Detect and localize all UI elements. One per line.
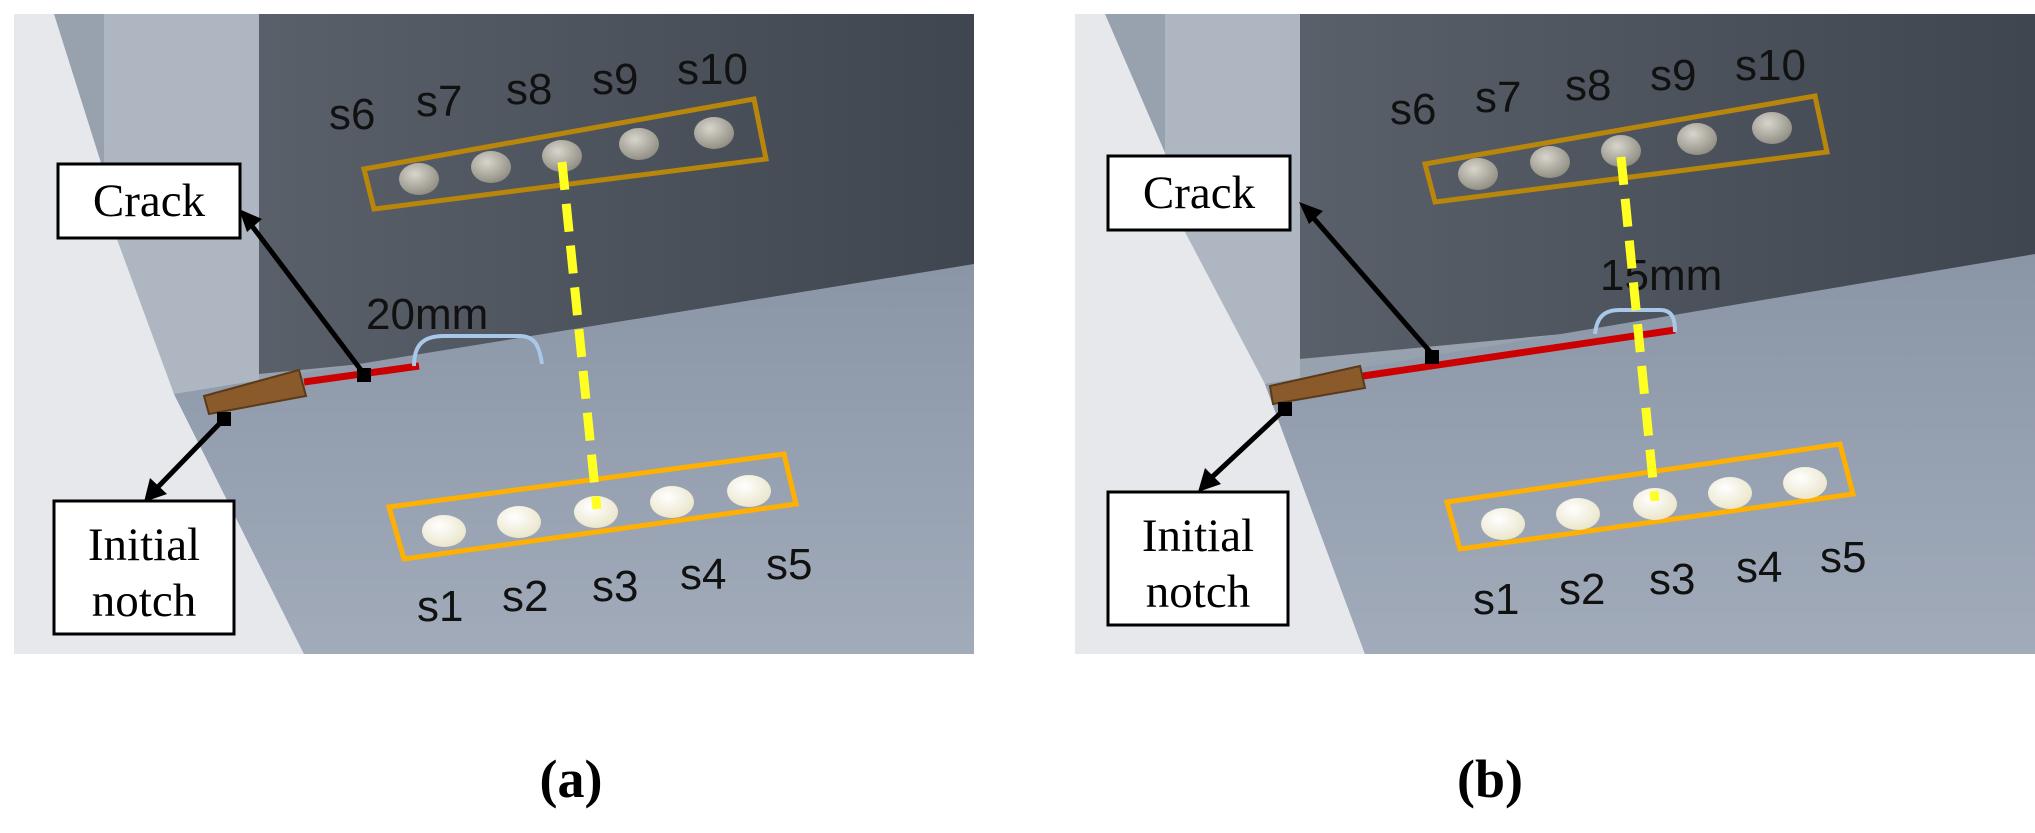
crack-label-box xyxy=(56,162,242,240)
sensor-s3 xyxy=(574,496,618,528)
initial-notch xyxy=(202,368,308,416)
crack-arrowhead xyxy=(239,209,262,232)
sensor-s7 xyxy=(471,151,511,183)
caption-b: (b) xyxy=(1457,749,1523,809)
sensor-label-s3: s3 xyxy=(592,562,638,611)
sensor-label-s9: s9 xyxy=(592,55,638,104)
beam-web xyxy=(1300,14,2035,359)
crack-label-box xyxy=(1106,154,1292,232)
sensor-s3 xyxy=(1633,488,1677,520)
sensor-s9 xyxy=(1677,123,1717,155)
notch-label-box xyxy=(52,499,236,636)
notch-label-line1: Initial xyxy=(1142,510,1254,562)
sensor-s9 xyxy=(619,128,659,160)
sensor-s6 xyxy=(399,163,439,195)
sensor-label-s6: s6 xyxy=(1390,85,1436,134)
panel-a: 20mm s6 s7 s8 s9 s10 s1 s2 s3 s4 s5 Crac… xyxy=(14,14,974,654)
notch-label-box xyxy=(1106,490,1290,627)
sensor-s5 xyxy=(727,475,771,507)
beam-web xyxy=(259,14,974,374)
panel-b-illustration: 15mm s6 s7 s8 s9 s10 s1 s2 s3 s4 s5 Crac… xyxy=(1075,14,2035,654)
sensor-label-s9: s9 xyxy=(1650,51,1696,100)
sensor-label-s10: s10 xyxy=(677,45,748,94)
sensor-label-s1: s1 xyxy=(417,582,463,631)
sensor-s7 xyxy=(1530,146,1570,178)
top-sensor-box xyxy=(1421,93,1831,205)
crack-anchor xyxy=(1425,350,1439,364)
sensor-label-s7: s7 xyxy=(1475,73,1521,122)
caption-a: (a) xyxy=(539,749,603,809)
sensor-label-s5: s5 xyxy=(1820,533,1866,582)
sensor-label-s2: s2 xyxy=(1559,565,1605,614)
crack-anchor xyxy=(357,368,371,382)
crack-arrow xyxy=(247,220,366,376)
notch-arrowhead xyxy=(1198,468,1221,492)
top-sensor-box xyxy=(360,96,769,212)
sensor-s10 xyxy=(1752,112,1792,144)
notch-anchor xyxy=(1278,402,1292,416)
panel-a-illustration: 20mm s6 s7 s8 s9 s10 s1 s2 s3 s4 s5 Crac… xyxy=(14,14,974,654)
panel-b: 15mm s6 s7 s8 s9 s10 s1 s2 s3 s4 s5 Crac… xyxy=(1075,14,2035,654)
sensor-label-s8: s8 xyxy=(506,65,552,114)
sensor-s6 xyxy=(1458,158,1498,190)
notch-label-line1: Initial xyxy=(88,519,200,571)
sensor-label-s1: s1 xyxy=(1473,575,1519,624)
notch-label-line2: notch xyxy=(1146,566,1250,618)
crack-arrowhead xyxy=(1299,202,1323,224)
notch-anchor xyxy=(217,412,231,426)
sensor-label-s10: s10 xyxy=(1735,41,1806,90)
sensor-label-s3: s3 xyxy=(1649,555,1695,604)
distance-label: 20mm xyxy=(366,290,488,339)
crack-label: Crack xyxy=(93,175,206,227)
sensor-label-s6: s6 xyxy=(329,90,375,139)
wave-path-line xyxy=(557,161,602,510)
sensor-label-s4: s4 xyxy=(1736,543,1782,592)
sensor-label-s2: s2 xyxy=(502,572,548,621)
sensor-s2 xyxy=(1556,498,1600,530)
distance-bracket xyxy=(412,334,544,367)
sensor-s4 xyxy=(650,486,694,518)
beam-flange xyxy=(174,264,974,654)
distance-bracket xyxy=(1593,308,1677,335)
sensor-s2 xyxy=(497,506,541,538)
sensor-s8 xyxy=(542,140,582,172)
sensor-label-s5: s5 xyxy=(766,540,812,589)
sensor-label-s7: s7 xyxy=(416,77,462,126)
sensor-s5 xyxy=(1783,467,1827,499)
bottom-sensor-box xyxy=(385,451,800,562)
notch-arrow xyxy=(1208,407,1287,481)
sensor-s4 xyxy=(1708,477,1752,509)
distance-label: 15mm xyxy=(1600,251,1722,300)
crack-label: Crack xyxy=(1143,167,1256,219)
notch-arrowhead xyxy=(144,478,167,502)
sensor-label-s8: s8 xyxy=(1565,61,1611,110)
sensor-s10 xyxy=(694,117,734,149)
sensor-label-s4: s4 xyxy=(680,550,726,599)
sensor-s1 xyxy=(1481,508,1525,540)
crack-line xyxy=(1362,326,1676,380)
initial-notch xyxy=(1268,364,1367,406)
notch-label-line2: notch xyxy=(92,575,196,627)
crack-arrow xyxy=(1308,212,1434,356)
sensor-s8 xyxy=(1601,135,1641,167)
wave-path-line xyxy=(1616,156,1660,502)
sensor-s1 xyxy=(422,515,466,547)
notch-arrow xyxy=(154,417,226,491)
bottom-sensor-box xyxy=(1443,441,1857,552)
